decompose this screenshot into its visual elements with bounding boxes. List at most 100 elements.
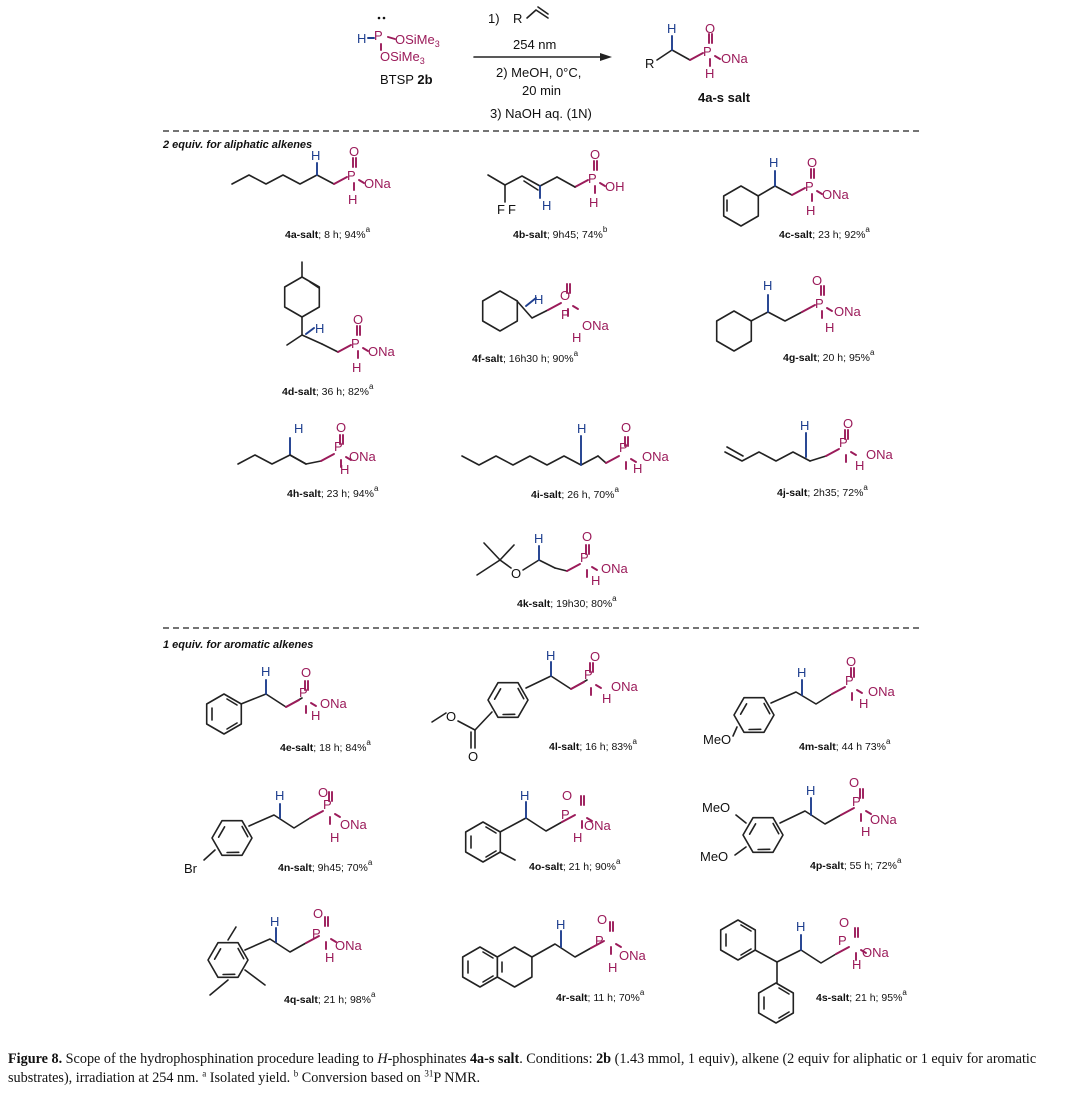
svg-text:O: O	[301, 665, 311, 680]
svg-text:O: O	[590, 147, 600, 162]
compound-4c: H P O ONa H	[722, 155, 850, 227]
svg-text:O: O	[468, 749, 478, 764]
svg-text:O: O	[812, 273, 822, 288]
step1-label: 1)	[488, 11, 500, 26]
wavelength: 254 nm	[513, 37, 556, 52]
figure-caption: Figure 8. Scope of the hydrophosphinatio…	[8, 1051, 1037, 1086]
svg-text:H: H	[340, 462, 349, 477]
svg-text:ONa: ONa	[320, 696, 348, 711]
step3-label: 3) NaOH aq. (1N)	[490, 106, 592, 121]
svg-text:H: H	[270, 914, 279, 929]
svg-text:ONa: ONa	[834, 304, 862, 319]
compound-4h: H P O ONa H	[237, 420, 377, 477]
label-4l: 4l-salt; 16 h; 83%a	[549, 737, 637, 753]
svg-text:H: H	[852, 957, 861, 972]
reagent-btsp: H P OSiMe3 OSiMe3 BTSP 2b	[357, 16, 440, 87]
svg-text:ONa: ONa	[601, 561, 629, 576]
compound-4k: O H P O ONa H	[476, 529, 629, 588]
svg-text:P: P	[347, 168, 356, 183]
compound-4r: H P O ONa H	[461, 912, 647, 988]
compound-4b: H F F P O OH H	[487, 147, 625, 217]
svg-text:F: F	[497, 202, 505, 217]
svg-text:ONa: ONa	[349, 449, 377, 464]
svg-text:ONa: ONa	[721, 51, 749, 66]
svg-text:H: H	[796, 919, 805, 934]
svg-text:P: P	[584, 667, 593, 682]
svg-text:R: R	[645, 56, 654, 71]
svg-text:ONa: ONa	[335, 938, 363, 953]
svg-text:O: O	[562, 788, 572, 803]
step2-line1: 2) MeOH, 0°C,	[496, 65, 581, 80]
svg-text:P: P	[703, 44, 712, 59]
svg-text:ONa: ONa	[582, 318, 610, 333]
svg-text:H: H	[705, 66, 714, 81]
compound-4n: Br H P O ONa H	[184, 785, 368, 876]
svg-text:ONa: ONa	[368, 344, 396, 359]
svg-text:H: H	[311, 708, 320, 723]
svg-text:ONa: ONa	[619, 948, 647, 963]
svg-text:P: P	[815, 296, 824, 311]
label-4m: 4m-salt; 44 h 73%a	[799, 737, 891, 753]
reagent-p-atom: P	[374, 28, 383, 43]
svg-text:H: H	[315, 321, 324, 336]
svg-text:H: H	[608, 960, 617, 975]
svg-text:H: H	[589, 195, 598, 210]
svg-text:H: H	[763, 278, 772, 293]
svg-text:O: O	[582, 529, 592, 544]
svg-text:O: O	[621, 420, 631, 435]
svg-text:MeO: MeO	[703, 732, 731, 747]
svg-text:P: P	[312, 926, 321, 941]
svg-text:P: P	[334, 439, 343, 454]
reagent-label: BTSP 2b	[380, 72, 433, 87]
svg-text:P: P	[561, 307, 570, 322]
product-name: 4a-s salt	[698, 90, 751, 105]
label-4k: 4k-salt; 19h30; 80%a	[517, 594, 617, 610]
svg-text:H: H	[769, 155, 778, 170]
svg-text:ONa: ONa	[822, 187, 850, 202]
label-4r: 4r-salt; 11 h; 70%a	[556, 988, 645, 1004]
svg-text:P: P	[561, 807, 570, 822]
svg-text:O: O	[843, 416, 853, 431]
alkene-r: R	[513, 11, 522, 26]
svg-text:P: P	[580, 550, 589, 565]
compound-4a: H P O ONa H	[231, 144, 392, 207]
svg-text:P: P	[588, 171, 597, 186]
svg-text:O: O	[353, 312, 363, 327]
svg-text:P: P	[839, 435, 848, 450]
svg-text:H: H	[294, 421, 303, 436]
label-4a: 4a-salt; 8 h; 94%a	[285, 225, 371, 241]
reagent-h-atom: H	[357, 31, 366, 46]
svg-text:O: O	[446, 709, 456, 724]
svg-text:ONa: ONa	[870, 812, 898, 827]
svg-text:H: H	[667, 21, 676, 36]
label-4d: 4d-salt; 36 h; 82%a	[282, 382, 374, 398]
svg-text:O: O	[705, 21, 715, 36]
svg-text:MeO: MeO	[702, 800, 730, 815]
svg-text:OH: OH	[605, 179, 625, 194]
svg-text:O: O	[597, 912, 607, 927]
label-4q: 4q-salt; 21 h; 98%a	[284, 990, 376, 1006]
svg-text:H: H	[534, 531, 543, 546]
svg-text:MeO: MeO	[700, 849, 728, 864]
svg-text:O: O	[590, 649, 600, 664]
label-4s: 4s-salt; 21 h; 95%a	[816, 988, 907, 1004]
svg-text:H: H	[806, 783, 815, 798]
svg-text:ONa: ONa	[866, 447, 894, 462]
svg-text:H: H	[556, 917, 565, 932]
svg-text:O: O	[349, 144, 359, 159]
svg-text:H: H	[546, 648, 555, 663]
compound-4d: H P O ONa H	[283, 261, 396, 375]
compound-4s: H P O ONa H	[719, 915, 890, 1024]
section-aliphatic: 2 equiv. for aliphatic alkenes	[162, 139, 312, 151]
svg-text:O: O	[318, 785, 328, 800]
label-4e: 4e-salt; 18 h; 84%a	[280, 738, 371, 754]
reagent-osime3-bottom: OSiMe3	[380, 49, 425, 66]
svg-text:P: P	[299, 685, 308, 700]
svg-text:ONa: ONa	[340, 817, 368, 832]
label-4b: 4b-salt; 9h45; 74%b	[513, 225, 608, 241]
svg-text:F: F	[508, 202, 516, 217]
label-4f: 4f-salt; 16h30 h; 90%a	[472, 349, 579, 365]
svg-text:H: H	[806, 203, 815, 218]
svg-text:H: H	[352, 360, 361, 375]
label-4j: 4j-salt; 2h35; 72%a	[777, 483, 868, 499]
